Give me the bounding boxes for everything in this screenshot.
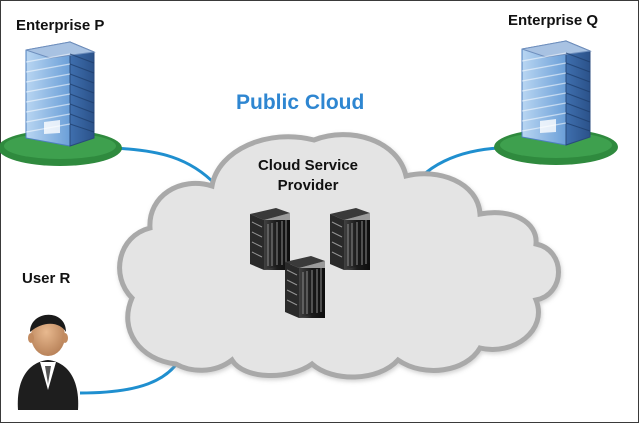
building-icon-enterprise-p: [0, 41, 123, 167]
label-cloud-service-provider: Cloud Service Provider: [257, 157, 359, 195]
server-rack-icon: [249, 207, 291, 271]
server-rack-icon: [284, 255, 326, 319]
link-enterprise-p: [111, 146, 218, 187]
building-icon-enterprise-q: [493, 40, 619, 166]
label-enterprise-p: Enterprise P: [16, 17, 105, 34]
label-user-r: User R: [22, 270, 71, 287]
server-rack-icon: [329, 207, 371, 271]
label-enterprise-q: Enterprise Q: [508, 12, 599, 29]
user-avatar-icon: [17, 314, 79, 410]
label-public-cloud: Public Cloud: [236, 91, 365, 114]
